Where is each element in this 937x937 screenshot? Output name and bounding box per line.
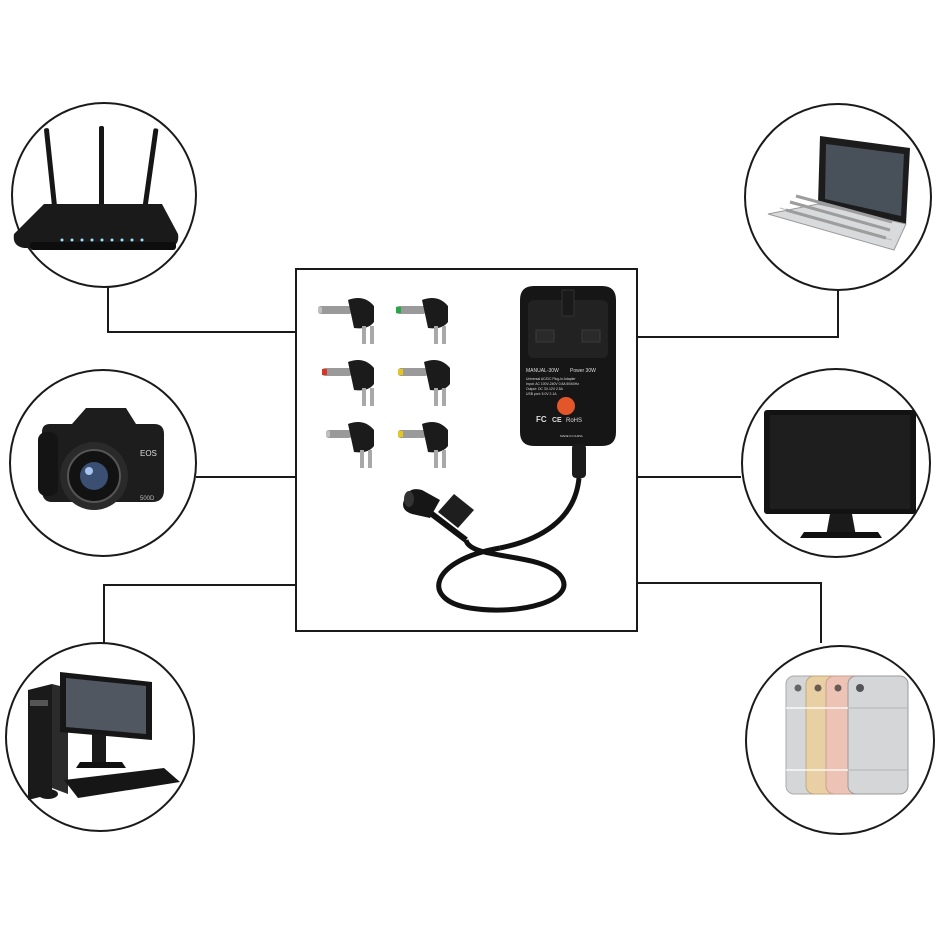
desktop-computer-icon — [28, 672, 180, 800]
plug-tip-5 — [326, 422, 374, 468]
made-in-label: MADE IN CHINA — [560, 434, 583, 438]
rohs-mark: RoHS — [566, 418, 582, 424]
connector-laptop — [637, 290, 839, 338]
device-camera: EOS 500D — [9, 369, 197, 557]
device-router — [11, 102, 197, 288]
adapter-spec-line: Output: DC 3V-12V 2.5A — [526, 387, 564, 391]
plug-tip-2 — [396, 298, 448, 344]
plug-tip-6 — [398, 422, 448, 468]
ce-mark: CE — [552, 417, 562, 424]
camera-model-label: 500D — [140, 496, 155, 502]
device-monitor — [741, 368, 931, 558]
connector-phones — [637, 582, 822, 643]
voltage-dial — [557, 397, 575, 415]
adapter-spec-lines: Universal AC/DC Plug-in Adapter Input: A… — [526, 377, 579, 396]
device-phones — [745, 645, 935, 835]
adapter-spec-line: Input: AC 100V-240V 0.8A 50/60Hz — [526, 382, 579, 386]
device-desktop — [5, 642, 195, 832]
dslr-camera-icon: EOS 500D — [38, 408, 164, 510]
adapter-power-label: Power 30W — [570, 368, 596, 374]
plug-tip-3 — [322, 360, 374, 406]
fc-mark: FC — [536, 415, 547, 424]
adapter-cable — [403, 444, 586, 613]
smartphones-icon — [785, 675, 909, 795]
camera-brand-label: EOS — [140, 449, 157, 458]
laptop-icon — [767, 136, 910, 251]
plug-tip-1 — [318, 298, 374, 344]
lcd-monitor-icon — [764, 410, 916, 538]
wifi-router-icon — [13, 126, 179, 250]
adapter-hub: MANUAL-30W Power 30W Universal AC/DC Plu… — [295, 268, 638, 632]
connector-lines — [103, 286, 839, 643]
adapter-body: MANUAL-30W Power 30W Universal AC/DC Plu… — [520, 286, 616, 446]
adapter-spec-line: USB port: 5.0V 2.1A — [526, 392, 557, 396]
plug-tip-4 — [398, 360, 450, 406]
adapter-model-label: MANUAL-30W — [526, 368, 559, 374]
connector-desktop — [103, 584, 296, 643]
connector-router — [107, 286, 296, 333]
plug-tips — [318, 298, 450, 468]
adapter-spec-line: Universal AC/DC Plug-in Adapter — [526, 377, 576, 381]
device-laptop — [744, 103, 932, 291]
